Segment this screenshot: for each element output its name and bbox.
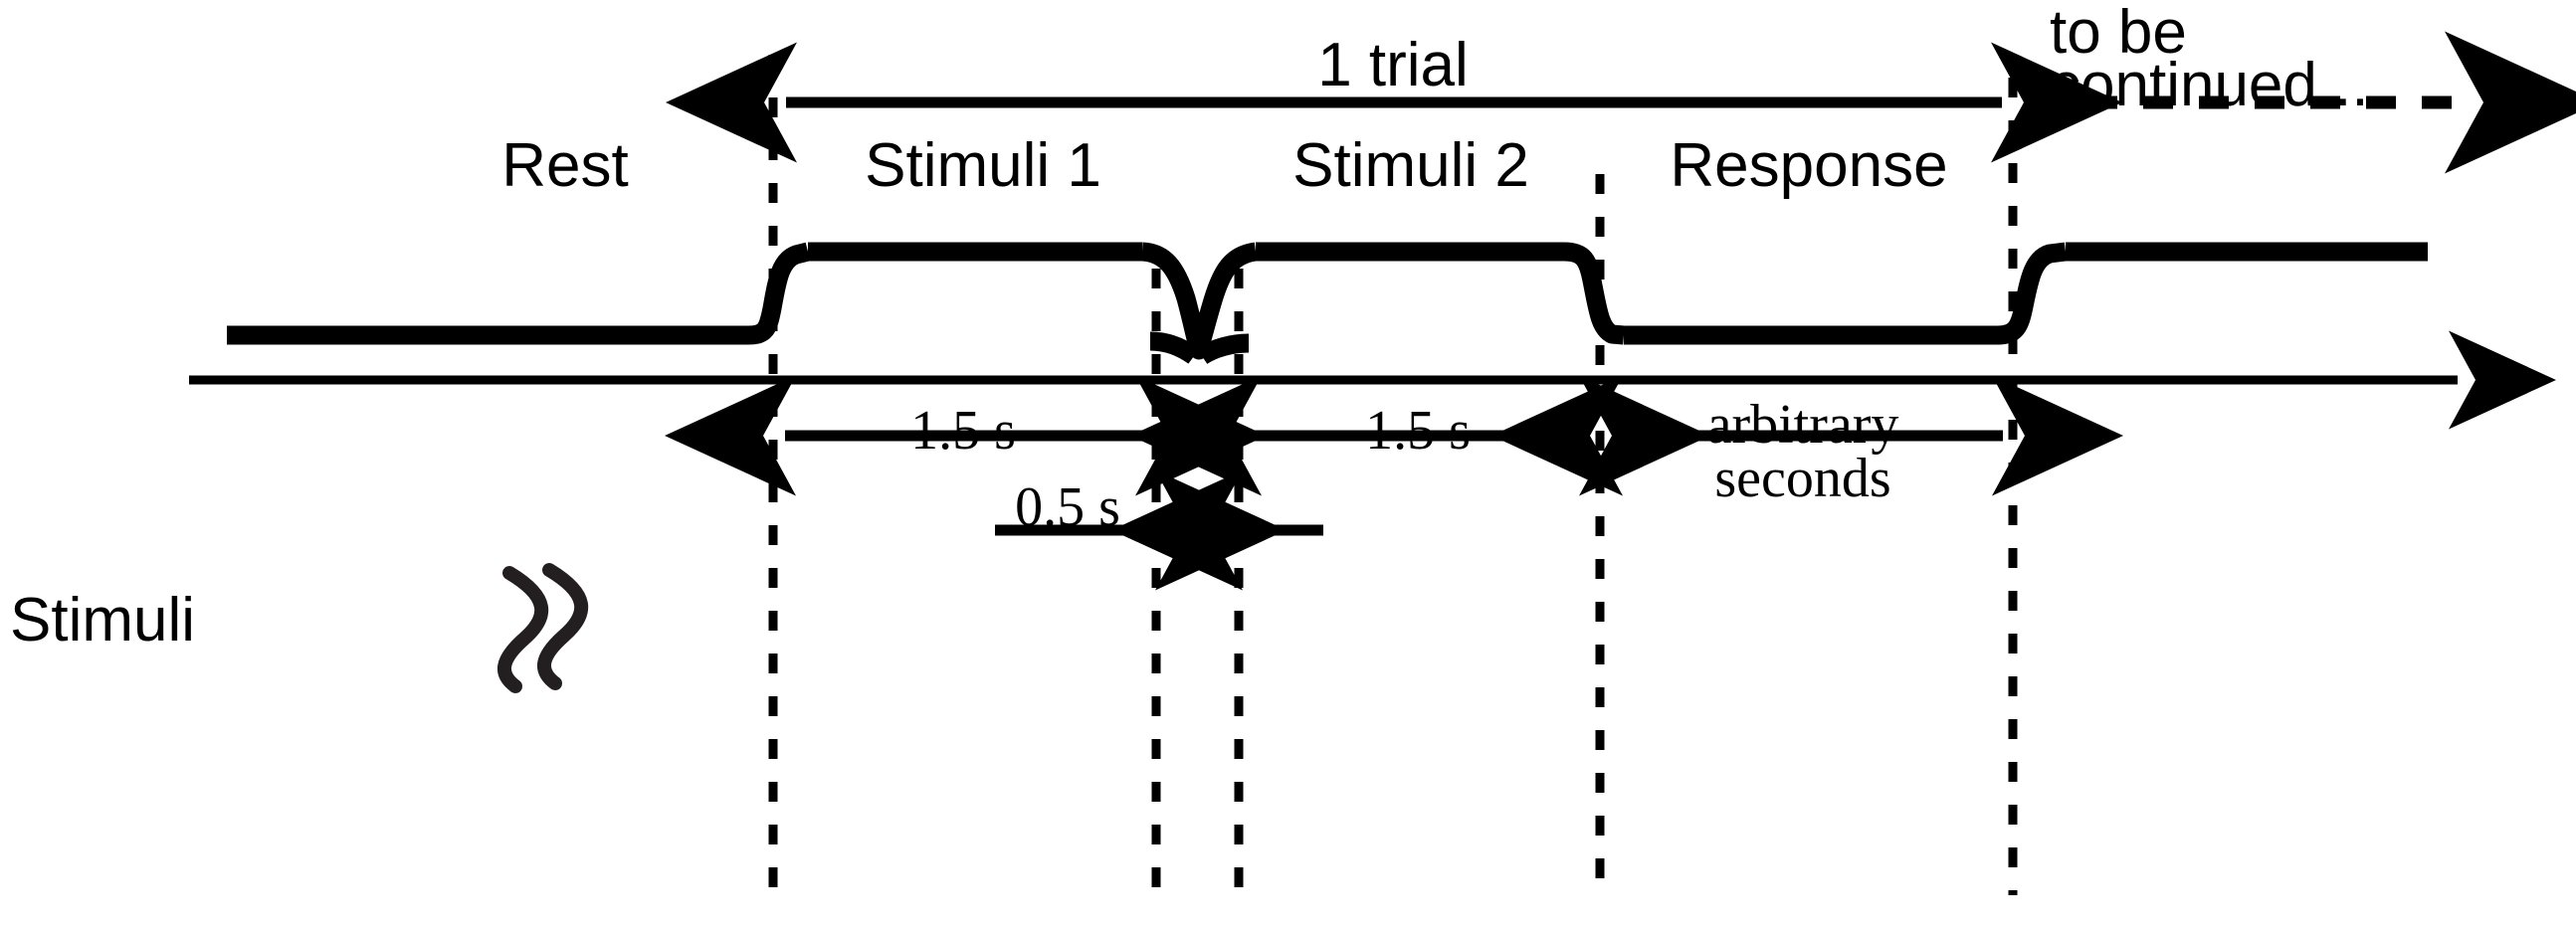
duration-label-stimuli1: 1.5 s (910, 400, 1016, 462)
continuation-label-line1: to be (2050, 0, 2187, 67)
waveform-rise-stimuli1 (747, 242, 811, 345)
phase-label-stimuli1: Stimuli 1 (865, 131, 1101, 200)
phase-label-stimuli2: Stimuli 2 (1292, 131, 1529, 200)
waveform-notch-tail-left (1149, 331, 1200, 364)
waveform-fall-response (1563, 242, 1625, 345)
axis-label-stimuli: Stimuli (10, 586, 196, 654)
axis-break-icon (497, 563, 589, 693)
waveform-notch-tail-right (1196, 333, 1250, 365)
waveform-dummy (227, 252, 818, 335)
trial-label: 1 trial (1317, 31, 1469, 99)
stimulus-waveform (227, 242, 2428, 365)
duration-label-response-line2: seconds (1714, 448, 1891, 509)
phase-label-response: Response (1670, 131, 1948, 200)
duration-label-stimuli2: 1.5 s (1365, 400, 1471, 462)
duration-label-response-line1: arbitrary (1706, 394, 1899, 456)
waveform-rise-next (1997, 242, 2068, 345)
duration-label-gap: 0.5 s (1015, 476, 1120, 538)
phase-label-rest: Rest (501, 131, 629, 200)
continuation-label-line2: continued... (2050, 51, 2369, 119)
